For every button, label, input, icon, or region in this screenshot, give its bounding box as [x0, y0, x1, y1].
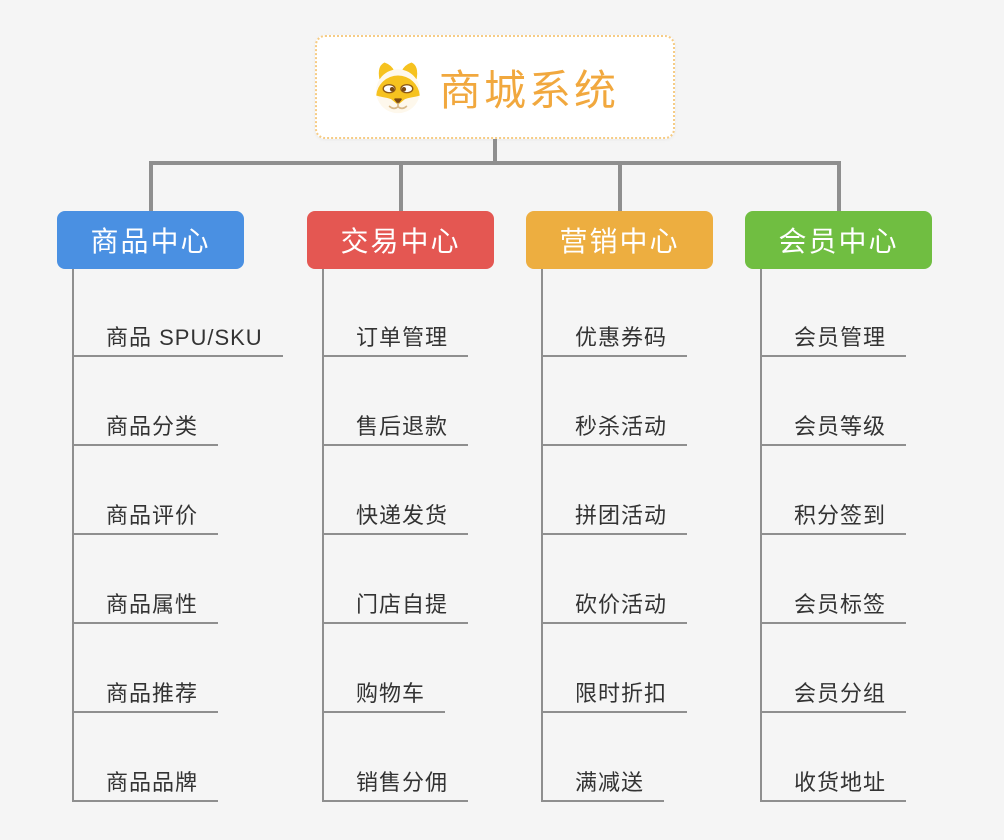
branch-node-label: 营销中心	[559, 226, 680, 257]
leaf-node[interactable]: 拼团活动	[541, 497, 688, 535]
branch-node-marketing-center[interactable]: 营销中心	[526, 211, 713, 269]
leaf-node[interactable]: 满减送	[541, 764, 665, 802]
leaf-node[interactable]: 购物车	[322, 675, 446, 713]
leaf-node[interactable]: 限时折扣	[541, 675, 688, 713]
branch-node-label: 商品中心	[90, 226, 211, 257]
leaf-node[interactable]: 会员分组	[760, 675, 907, 713]
children-line-trade-center	[322, 269, 324, 802]
leaf-node[interactable]: 会员管理	[760, 319, 907, 357]
branch-stub-line-marketing-center	[617, 161, 622, 211]
leaf-node[interactable]: 砍价活动	[541, 586, 688, 624]
branch-stub-line-product-center	[148, 161, 153, 211]
branch-stub-line-member-center	[836, 161, 841, 211]
leaf-node[interactable]: 秒杀活动	[541, 408, 688, 446]
leaf-node[interactable]: 积分签到	[760, 497, 907, 535]
leaf-node[interactable]: 售后退款	[322, 408, 469, 446]
leaf-node[interactable]: 商品品牌	[72, 764, 219, 802]
root-node[interactable]: 商城系统	[315, 35, 675, 139]
leaf-node[interactable]: 订单管理	[322, 319, 469, 357]
root-connector-line	[493, 139, 497, 165]
leaf-node[interactable]: 商品 SPU/SKU	[72, 319, 283, 357]
branch-node-product-center[interactable]: 商品中心	[57, 211, 244, 269]
children-line-member-center	[760, 269, 762, 802]
leaf-node[interactable]: 快递发货	[322, 497, 469, 535]
branch-rail-line	[148, 161, 841, 165]
leaf-node[interactable]: 商品分类	[72, 408, 219, 446]
children-line-product-center	[72, 269, 74, 802]
leaf-node[interactable]: 优惠券码	[541, 319, 688, 357]
children-line-marketing-center	[541, 269, 543, 802]
leaf-node[interactable]: 收货地址	[760, 764, 907, 802]
branch-node-trade-center[interactable]: 交易中心	[307, 211, 494, 269]
leaf-node[interactable]: 商品评价	[72, 497, 219, 535]
leaf-node[interactable]: 门店自提	[322, 586, 469, 624]
branch-node-label: 交易中心	[340, 226, 461, 257]
leaf-node[interactable]: 会员标签	[760, 586, 907, 624]
branch-node-member-center[interactable]: 会员中心	[745, 211, 932, 269]
dog-face-icon	[371, 60, 425, 114]
root-title: 商城系统	[438, 66, 619, 114]
branch-stub-line-trade-center	[398, 161, 403, 211]
branch-node-label: 会员中心	[778, 226, 899, 257]
leaf-node[interactable]: 商品属性	[72, 586, 219, 624]
leaf-node[interactable]: 销售分佣	[322, 764, 469, 802]
leaf-node[interactable]: 会员等级	[760, 408, 907, 446]
leaf-node[interactable]: 商品推荐	[72, 675, 219, 713]
